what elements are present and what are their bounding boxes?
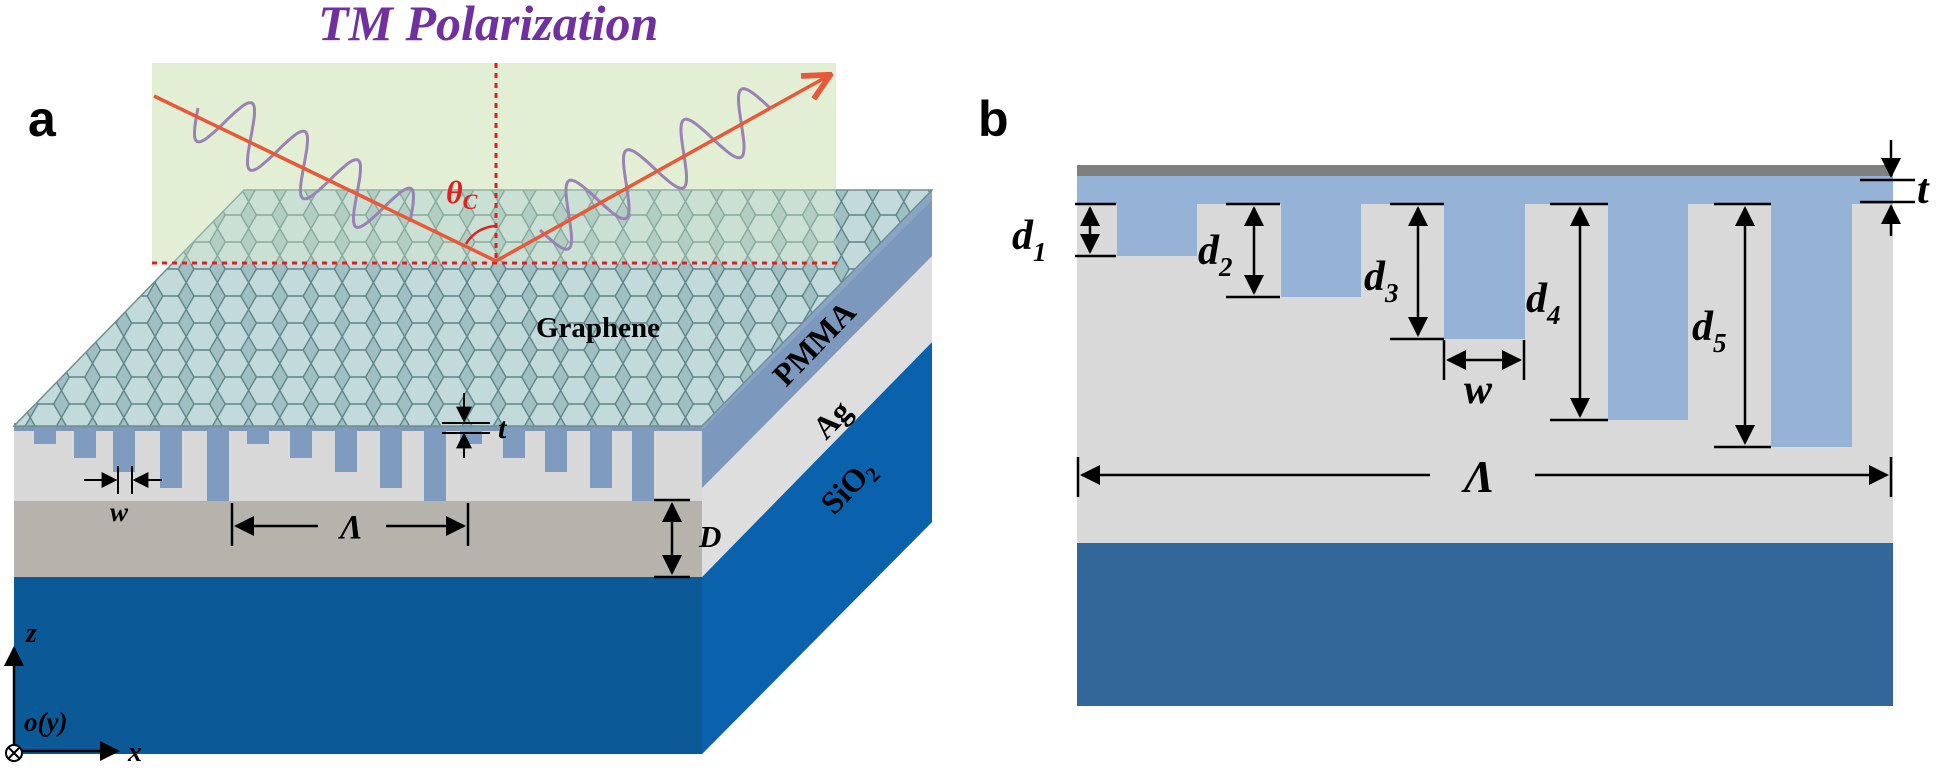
period-label-b: Λ [1461, 451, 1495, 502]
groove-a [545, 428, 567, 472]
title: TM Polarization [318, 0, 658, 51]
groove-a [207, 428, 229, 501]
groove-1 [1117, 200, 1197, 256]
graphene-label: Graphene [536, 312, 660, 344]
groove-a [247, 428, 269, 444]
pmma-top-strip [14, 423, 702, 431]
z-axis-label: z [25, 618, 37, 649]
coordinate-axes: z o(y) x [3, 618, 142, 768]
origin-label: o(y) [24, 707, 67, 737]
incident-wave [192, 101, 416, 229]
groove-a [590, 428, 612, 488]
sio2-side [702, 342, 932, 754]
D-label: D [698, 519, 721, 554]
groove-5 [1771, 200, 1852, 447]
groove-a [290, 428, 312, 458]
groove-a [160, 428, 182, 488]
groove-3 [1444, 200, 1525, 339]
substrate-b [1077, 543, 1893, 706]
sio2-front [14, 577, 702, 754]
groove-a [34, 428, 56, 444]
panel-b-label: b [978, 91, 1009, 147]
d3-label: d3 [1364, 254, 1399, 308]
reflected-wave [538, 87, 772, 251]
graphene-layer-b [1077, 165, 1893, 176]
x-axis-label: x [127, 737, 142, 768]
t-label-b: t [1917, 167, 1930, 213]
groove-a [503, 428, 525, 458]
groove-a [113, 428, 135, 472]
incident-beam [153, 94, 497, 263]
groove-4 [1608, 200, 1688, 420]
spacer-front [14, 501, 702, 577]
groove-a [632, 428, 654, 501]
groove-2 [1281, 200, 1361, 297]
reflected-beam [495, 76, 828, 263]
d5-label: d5 [1692, 304, 1727, 358]
ag-side [702, 256, 932, 577]
w-label-b: w [1464, 367, 1493, 413]
groove-a [380, 428, 402, 488]
d2-label: d2 [1198, 228, 1233, 282]
graphene-sheet [14, 190, 932, 426]
panel-a-label: a [28, 91, 57, 147]
angle-arc [464, 224, 497, 245]
t-label-a: t [498, 412, 508, 445]
groove-a [424, 428, 446, 501]
groove-a [74, 428, 96, 458]
pmma-side [702, 192, 932, 488]
w-label-a: w [110, 497, 129, 527]
d1-label: d1 [1012, 213, 1047, 267]
pmma-layer-b [1077, 176, 1893, 204]
panel-a: a θC TM Polariza [3, 0, 934, 768]
front-grooves [34, 428, 654, 501]
groove-a [335, 428, 357, 472]
angle-label: θC [446, 174, 478, 214]
period-label-a: Λ [338, 509, 363, 546]
panel-b: b d1 d2 d3 d4 [978, 91, 1930, 706]
d4-label: d4 [1526, 276, 1561, 330]
